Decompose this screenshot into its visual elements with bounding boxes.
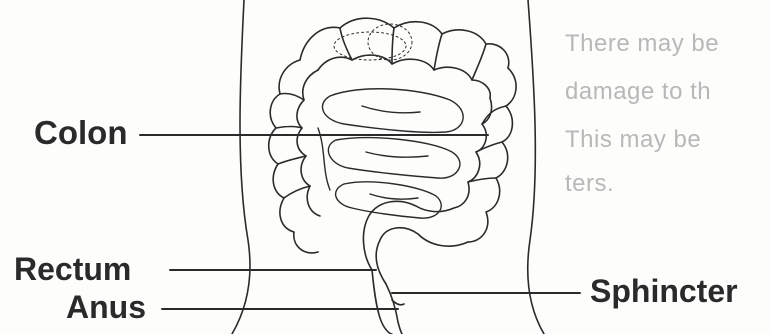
label-anus: Anus (66, 289, 146, 326)
torso-outline (528, 0, 544, 334)
torso-outline (232, 0, 250, 334)
descending-colon (454, 68, 516, 242)
label-sphincter: Sphincter (590, 273, 738, 310)
ascending-colon (269, 60, 320, 253)
small-intestine (318, 89, 463, 218)
sigmoid-colon (363, 201, 468, 334)
label-colon: Colon (34, 114, 127, 152)
label-rectum: Rectum (14, 251, 131, 288)
transverse-colon (300, 18, 509, 98)
